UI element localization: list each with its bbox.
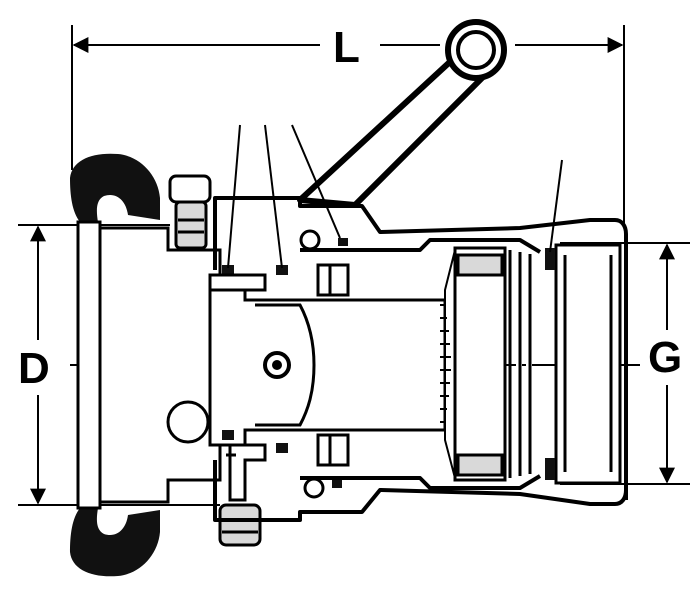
inlet-flange	[76, 220, 222, 510]
inner-sleeve	[208, 283, 447, 447]
leader-4	[549, 159, 563, 253]
handle-lever	[297, 19, 507, 208]
outlet-seal	[545, 248, 555, 480]
leader-3	[291, 124, 341, 239]
valve-body	[213, 196, 628, 522]
seal-1	[222, 265, 234, 275]
top-bolt	[168, 174, 212, 250]
label-l: L	[333, 23, 360, 72]
inlet-gasket	[70, 153, 160, 577]
lock-knob	[166, 400, 210, 444]
outlet-cage	[453, 246, 532, 482]
label-g: G	[648, 333, 682, 382]
dimension-length	[71, 25, 625, 225]
detent-balls	[299, 229, 325, 499]
leader-lines	[227, 124, 563, 269]
bottom-bolt	[218, 503, 262, 547]
gasket-bottom	[70, 508, 160, 577]
label-d: D	[18, 344, 50, 393]
seal-4	[222, 430, 234, 440]
outlet-thread	[554, 243, 622, 485]
leader-2	[264, 124, 283, 269]
internal-seals	[222, 238, 348, 488]
leader-1	[227, 124, 241, 269]
seal-6	[332, 480, 342, 488]
gasket-top	[70, 153, 160, 222]
sleeve-rings	[316, 263, 350, 467]
seal-2	[276, 265, 288, 275]
seal-3	[338, 238, 348, 246]
center-pin	[263, 351, 291, 379]
connector-stubs	[208, 273, 267, 502]
seal-5	[276, 443, 288, 453]
